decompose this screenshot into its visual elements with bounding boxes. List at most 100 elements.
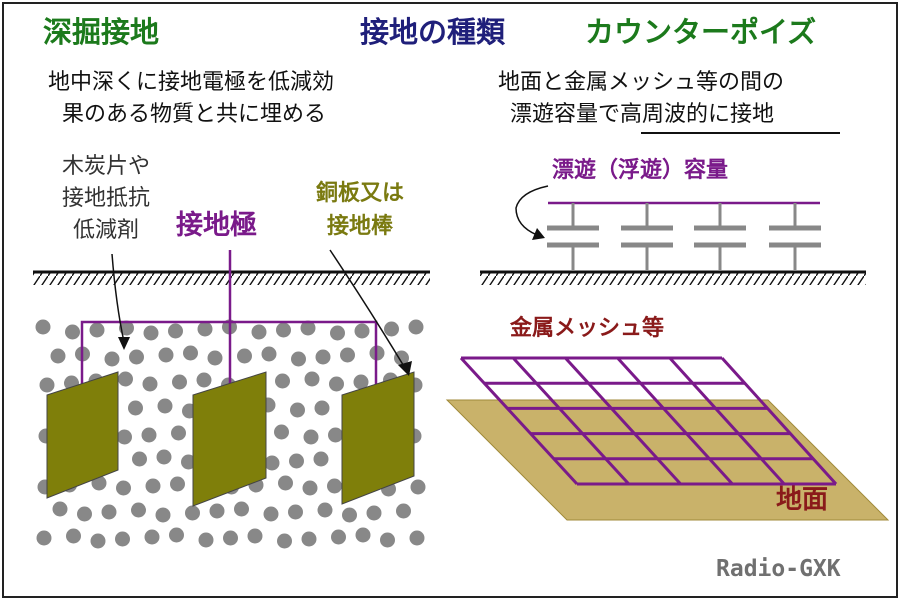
soil-particle bbox=[274, 424, 289, 440]
soil-particle bbox=[104, 351, 120, 367]
underline-hf-grounding bbox=[641, 132, 840, 134]
soil-particle bbox=[89, 322, 105, 338]
copper-plate-right bbox=[341, 371, 415, 505]
soil-particle bbox=[302, 480, 318, 496]
soil-particle bbox=[223, 530, 238, 546]
soil-particle bbox=[251, 324, 267, 340]
soil-particle bbox=[278, 475, 293, 491]
soil-particle bbox=[157, 398, 173, 414]
soil-particle bbox=[275, 373, 290, 389]
copper-plates bbox=[46, 371, 415, 507]
soil-particle bbox=[330, 325, 345, 341]
soil-particle bbox=[65, 324, 80, 340]
right-description-line2: 漂遊容量で高周波的に接地 bbox=[510, 102, 775, 127]
soil-particle bbox=[340, 347, 355, 363]
soil-particle bbox=[276, 322, 291, 338]
soil-particle bbox=[168, 323, 183, 339]
soil-particle bbox=[198, 532, 214, 548]
electrode-wiring bbox=[80, 250, 378, 392]
soil-particle bbox=[263, 506, 279, 522]
soil-particle bbox=[394, 350, 409, 366]
soil-particle bbox=[290, 402, 305, 418]
soil-particle bbox=[234, 501, 249, 517]
soil-particle bbox=[158, 347, 174, 363]
soil-particle bbox=[314, 400, 330, 416]
soil-particle bbox=[170, 476, 185, 492]
soil-particle bbox=[291, 351, 306, 367]
soil-particle bbox=[183, 345, 198, 361]
soil-particle bbox=[197, 321, 213, 337]
soil-particle bbox=[128, 400, 143, 416]
capacitance-arrow-head bbox=[532, 228, 545, 240]
soil-particle bbox=[66, 528, 81, 544]
soil-particle bbox=[301, 531, 317, 547]
soil-particle bbox=[172, 374, 187, 390]
soil-particle bbox=[313, 451, 329, 467]
soil-particle bbox=[353, 374, 369, 390]
soil-particle bbox=[209, 503, 225, 519]
mesh-line-diagonal bbox=[720, 356, 838, 486]
soil-particle bbox=[50, 348, 66, 364]
soil-particle bbox=[355, 527, 371, 543]
soil-particle bbox=[77, 506, 92, 522]
soil-particle bbox=[396, 503, 411, 519]
soil-particle bbox=[261, 346, 277, 362]
capacitor-symbol bbox=[769, 203, 821, 271]
title-deep-grounding: 深掘接地 bbox=[43, 15, 160, 49]
soil-particle bbox=[141, 427, 157, 443]
right-description-line1: 地面と金属メッシュ等の間の bbox=[498, 70, 785, 95]
soil-particle bbox=[366, 505, 382, 521]
soil-particle bbox=[36, 530, 52, 546]
soil-particle bbox=[408, 319, 424, 335]
soil-particle bbox=[303, 429, 319, 445]
charcoal-label-line2: 接地抵抗 bbox=[61, 186, 150, 211]
soil-particle bbox=[315, 349, 331, 365]
soil-particle bbox=[116, 480, 131, 496]
pointer-arrows bbox=[111, 249, 406, 369]
capacitor-symbol bbox=[694, 203, 746, 271]
soil-particle bbox=[145, 478, 161, 494]
capacitor-symbols bbox=[547, 203, 821, 271]
arrow-heads bbox=[118, 337, 412, 376]
ground-label: 地面 bbox=[776, 485, 829, 515]
copper-plate-label-line1: 銅板又は bbox=[315, 181, 404, 206]
soil-particle bbox=[384, 321, 399, 337]
soil-particle bbox=[409, 530, 425, 546]
mesh-line-diagonal bbox=[668, 356, 786, 486]
soil-particle bbox=[52, 501, 68, 517]
soil-particle bbox=[328, 427, 343, 443]
mesh-line-diagonal bbox=[564, 356, 682, 486]
soil-particle bbox=[380, 532, 395, 548]
soil-particle bbox=[129, 349, 144, 365]
soil-particle bbox=[144, 529, 160, 545]
soil-particle bbox=[354, 323, 370, 339]
right-ground-surface bbox=[480, 270, 866, 285]
soil-particle bbox=[119, 320, 134, 336]
left-description-line2: 果のある物質と共に埋める bbox=[62, 102, 327, 127]
soil-particle bbox=[317, 502, 333, 518]
soil-particle bbox=[35, 319, 51, 335]
soil-particle bbox=[331, 529, 346, 545]
soil-particle bbox=[39, 377, 55, 393]
capacitor-symbol bbox=[547, 203, 599, 271]
soil-particle bbox=[288, 504, 303, 520]
soil-particle bbox=[342, 507, 357, 523]
soil-particle bbox=[155, 507, 171, 523]
soil-particle bbox=[185, 505, 200, 521]
soil-particle bbox=[101, 504, 117, 520]
soil-particle bbox=[300, 320, 316, 336]
soil-particle bbox=[143, 325, 159, 341]
soil-particle bbox=[90, 533, 106, 549]
soil-particle bbox=[131, 502, 146, 518]
copper-plate-label-line2: 接地棒 bbox=[326, 214, 393, 239]
soil-particle bbox=[117, 429, 132, 445]
stray-capacitance-label: 漂遊（浮遊）容量 bbox=[552, 158, 729, 183]
mesh-line-diagonal bbox=[459, 356, 579, 486]
left-description-line1: 地中深くに接地電極を低減効 bbox=[48, 70, 335, 95]
soil-particle bbox=[142, 376, 158, 392]
metal-mesh-label: 金属メッシュ等 bbox=[510, 316, 665, 341]
soil-particle bbox=[181, 454, 196, 470]
